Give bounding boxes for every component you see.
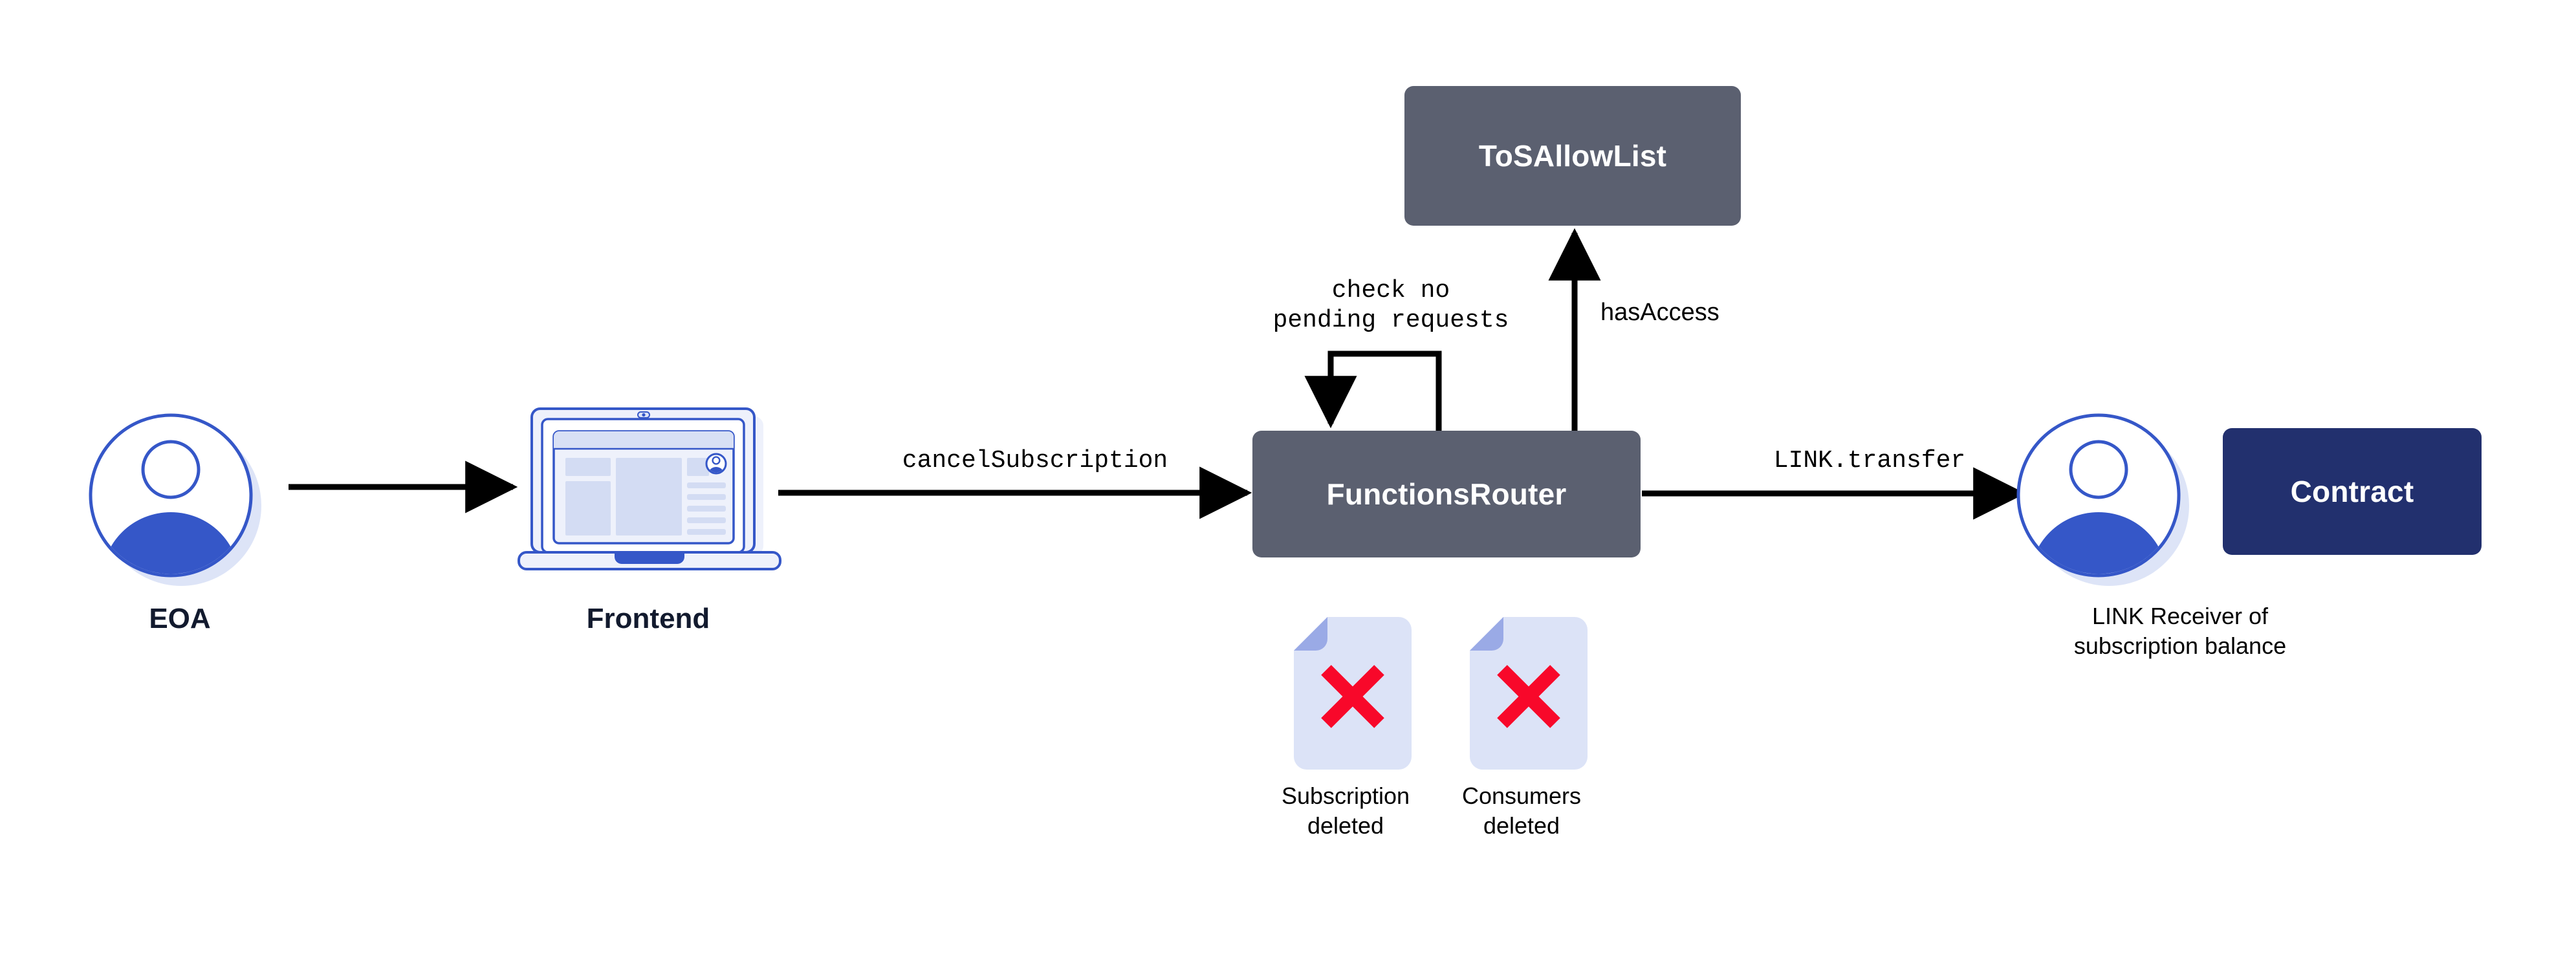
edge-label-has-access: hasAccess — [1600, 299, 1719, 326]
consumers-deleted-document-x-icon — [1470, 617, 1588, 770]
subscription-deleted-caption: Subscription deleted — [1281, 783, 1410, 839]
subscription-deleted-document-x-icon — [1294, 617, 1412, 770]
contract-node[interactable]: Contract — [2223, 428, 2482, 555]
eoa-label: EOA — [149, 603, 211, 634]
tosallowlist-label: ToSAllowList — [1478, 139, 1667, 173]
functionsrouter-node[interactable]: FunctionsRouter — [1252, 431, 1641, 557]
arrow-functionsrouter-self-loop — [1304, 351, 1442, 431]
frontend-label: Frontend — [586, 603, 710, 634]
link-receiver-caption: LINK Receiver of subscription balance — [2073, 603, 2287, 660]
edge-label-cancel-subscription: cancelSubscription — [902, 447, 1168, 475]
contract-label: Contract — [2290, 475, 2414, 508]
edge-label-link-transfer: LINK.transfer — [1773, 447, 1966, 475]
eoa-avatar-icon — [85, 410, 267, 591]
link-receiver-avatar-icon — [2013, 410, 2194, 591]
consumers-deleted-caption: Consumers deleted — [1461, 783, 1582, 839]
edge-label-check-no-pending-requests: check no pending requests — [1272, 277, 1509, 335]
functionsrouter-label: FunctionsRouter — [1326, 477, 1567, 511]
tosallowlist-node[interactable]: ToSAllowList — [1404, 86, 1741, 226]
frontend-laptop-icon — [518, 401, 781, 589]
